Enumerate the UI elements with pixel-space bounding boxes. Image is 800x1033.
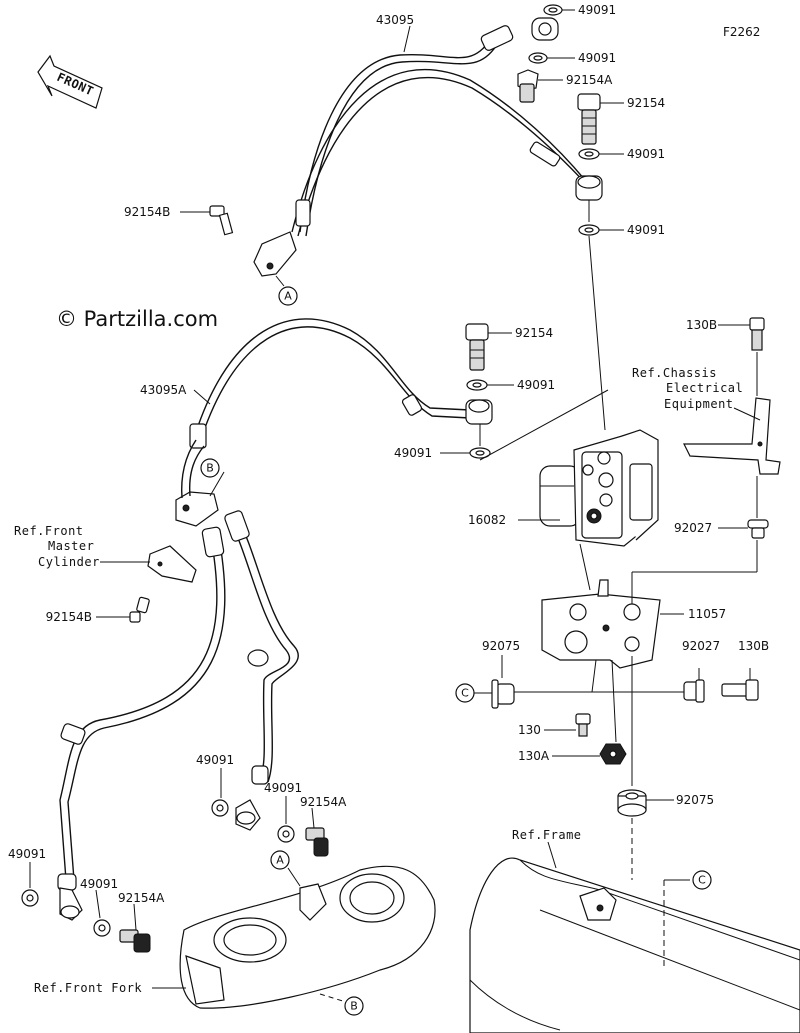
callout-C-left: C <box>455 683 475 703</box>
top-hardware <box>209 4 601 236</box>
label-92027-b: 92027 <box>682 639 720 653</box>
svg-text:B: B <box>350 1000 358 1013</box>
label-92154-b: 92154 <box>515 326 553 340</box>
ref-chassis-line2: Electrical <box>666 381 743 395</box>
label-49091-d: 49091 <box>627 223 665 237</box>
label-43095A: 43095A <box>140 383 187 397</box>
ref-chassis-line3: Equipment <box>664 397 734 411</box>
label-49091-a: 49091 <box>578 3 616 17</box>
abs-bracket-11057 <box>541 579 661 743</box>
label-49091-b: 49091 <box>578 51 616 65</box>
lower-hardware <box>21 799 329 953</box>
ref-frame: Ref.Frame <box>512 828 582 842</box>
label-92075-a: 92075 <box>482 639 520 653</box>
svg-text:A: A <box>284 290 292 303</box>
front-fork-bracket <box>179 865 436 1009</box>
lower-leaders <box>29 471 315 931</box>
label-130: 130 <box>518 723 541 737</box>
reference-labels: Ref.Chassis Electrical Equipment Ref.Fro… <box>14 366 743 995</box>
ref-master-line3: Cylinder <box>38 555 100 569</box>
svg-text:C: C <box>461 687 469 700</box>
ref-chassis-line1: Ref.Chassis <box>632 366 717 380</box>
label-11057: 11057 <box>688 607 726 621</box>
callout-C-right: C <box>692 870 712 890</box>
chassis-leaders <box>631 324 758 604</box>
callout-B-bottom: B <box>344 996 364 1016</box>
label-130B-a: 130B <box>686 318 717 332</box>
label-130A: 130A <box>518 749 550 763</box>
label-49091-f: 49091 <box>394 446 432 460</box>
lower-brake-hoses <box>57 439 299 921</box>
label-92154-a: 92154 <box>627 96 665 110</box>
label-92154A-c: 92154A <box>118 891 165 905</box>
label-43095: 43095 <box>376 13 414 27</box>
figure-code: F2262 <box>723 25 760 39</box>
ref-master-line1: Ref.Front <box>14 524 84 538</box>
middle-leaders <box>193 332 609 461</box>
label-92027-a: 92027 <box>674 521 712 535</box>
front-arrow-icon <box>37 54 103 109</box>
abs-leaders <box>518 519 591 591</box>
ref-front-fork: Ref.Front Fork <box>34 981 142 995</box>
ref-master-line2: Master <box>48 539 94 553</box>
svg-text:C: C <box>698 874 706 887</box>
brake-hose-43095A <box>189 318 493 459</box>
svg-text:A: A <box>276 854 284 867</box>
abs-unit-16082 <box>539 429 659 547</box>
watermark: © Partzilla.com <box>56 307 218 331</box>
part-number-labels: 43095 49091 49091 92154A 92154 49091 490… <box>8 3 769 905</box>
label-130B-b: 130B <box>738 639 769 653</box>
label-49091-j: 49091 <box>80 877 118 891</box>
label-49091-e: 49091 <box>517 378 555 392</box>
right-hardware <box>474 655 759 880</box>
label-92154B-a: 92154B <box>124 205 170 219</box>
brake-hose-43095 <box>253 17 603 277</box>
label-49091-i: 49091 <box>8 847 46 861</box>
callout-A-top: A <box>278 286 298 306</box>
label-92154B-b: 92154B <box>46 610 92 624</box>
label-49091-g: 49091 <box>196 753 234 767</box>
callout-A-bottom: A <box>270 850 290 870</box>
label-49091-h: 49091 <box>264 781 302 795</box>
callout-B-top: B <box>200 458 220 478</box>
fork-leaders <box>152 867 347 1003</box>
chassis-electrical-bracket <box>683 317 781 539</box>
frame-section <box>469 841 800 1033</box>
label-16082: 16082 <box>468 513 506 527</box>
label-92154A-b: 92154A <box>300 795 347 809</box>
top-leaders <box>180 9 624 431</box>
label-49091-c: 49091 <box>627 147 665 161</box>
front-direction-badge: FRONT <box>37 54 103 109</box>
label-92075-b: 92075 <box>676 793 714 807</box>
label-92154A-a: 92154A <box>566 73 613 87</box>
svg-text:B: B <box>206 462 214 475</box>
